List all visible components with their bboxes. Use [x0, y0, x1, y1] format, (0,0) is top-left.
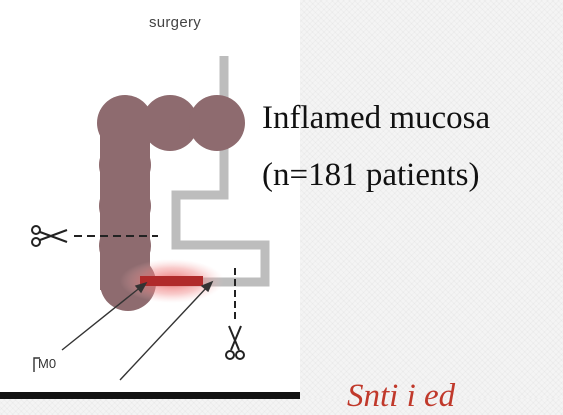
- caption-line-2: (n=181 patients): [262, 157, 479, 194]
- intestine-diagram: [0, 0, 300, 399]
- figure-panel: surgery: [0, 0, 300, 399]
- inflamed-band: [140, 276, 203, 286]
- scissors-icon: [32, 226, 67, 246]
- cutoff-heading-text: Snti i ed: [347, 378, 455, 415]
- bottom-rule: [0, 392, 300, 399]
- scissors-icon: [226, 326, 244, 359]
- small-intestine-path: [152, 56, 265, 282]
- caption-line-1: Inflamed mucosa: [262, 100, 490, 137]
- marker-label: M0: [38, 356, 56, 371]
